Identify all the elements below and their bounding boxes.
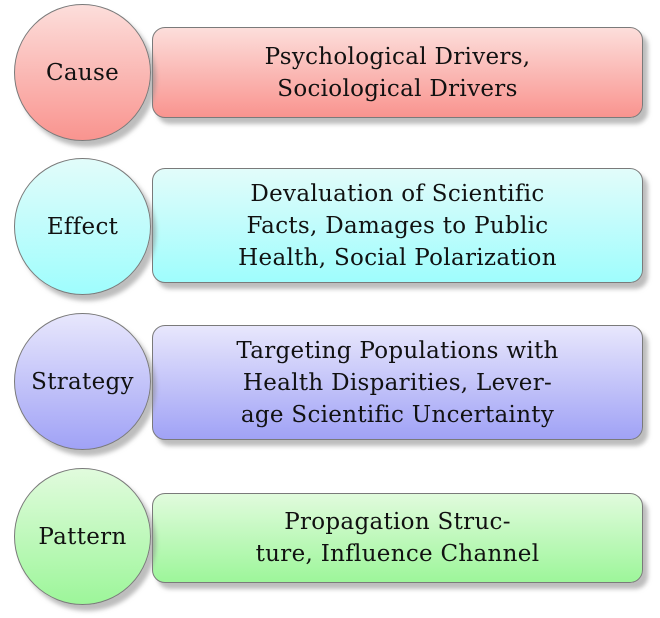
effect-detail-box: Devaluation of Scientific Facts, Damages… (152, 168, 643, 283)
strategy-detail-text: Targeting Populations with Health Dispar… (236, 337, 559, 428)
pattern-detail-box: Propagation Struc- ture, Influence Chann… (152, 493, 643, 583)
cause-detail-text: Psychological Drivers, Sociological Driv… (264, 43, 531, 102)
effect-circle: Effect (14, 158, 151, 295)
effect-detail-text: Devaluation of Scientific Facts, Damages… (238, 180, 557, 271)
pattern-circle: Pattern (14, 468, 151, 605)
cause-circle-label: Cause (45, 59, 120, 86)
effect-circle-label: Effect (46, 213, 119, 240)
strategy-circle: Strategy (14, 313, 151, 450)
strategy-detail-box: Targeting Populations with Health Dispar… (152, 325, 643, 440)
pattern-circle-label: Pattern (38, 523, 127, 550)
strategy-circle-label: Strategy (31, 368, 134, 395)
pattern-detail-text: Propagation Struc- ture, Influence Chann… (255, 509, 540, 567)
cause-detail-box: Psychological Drivers, Sociological Driv… (152, 27, 643, 118)
cause-circle: Cause (14, 4, 151, 141)
